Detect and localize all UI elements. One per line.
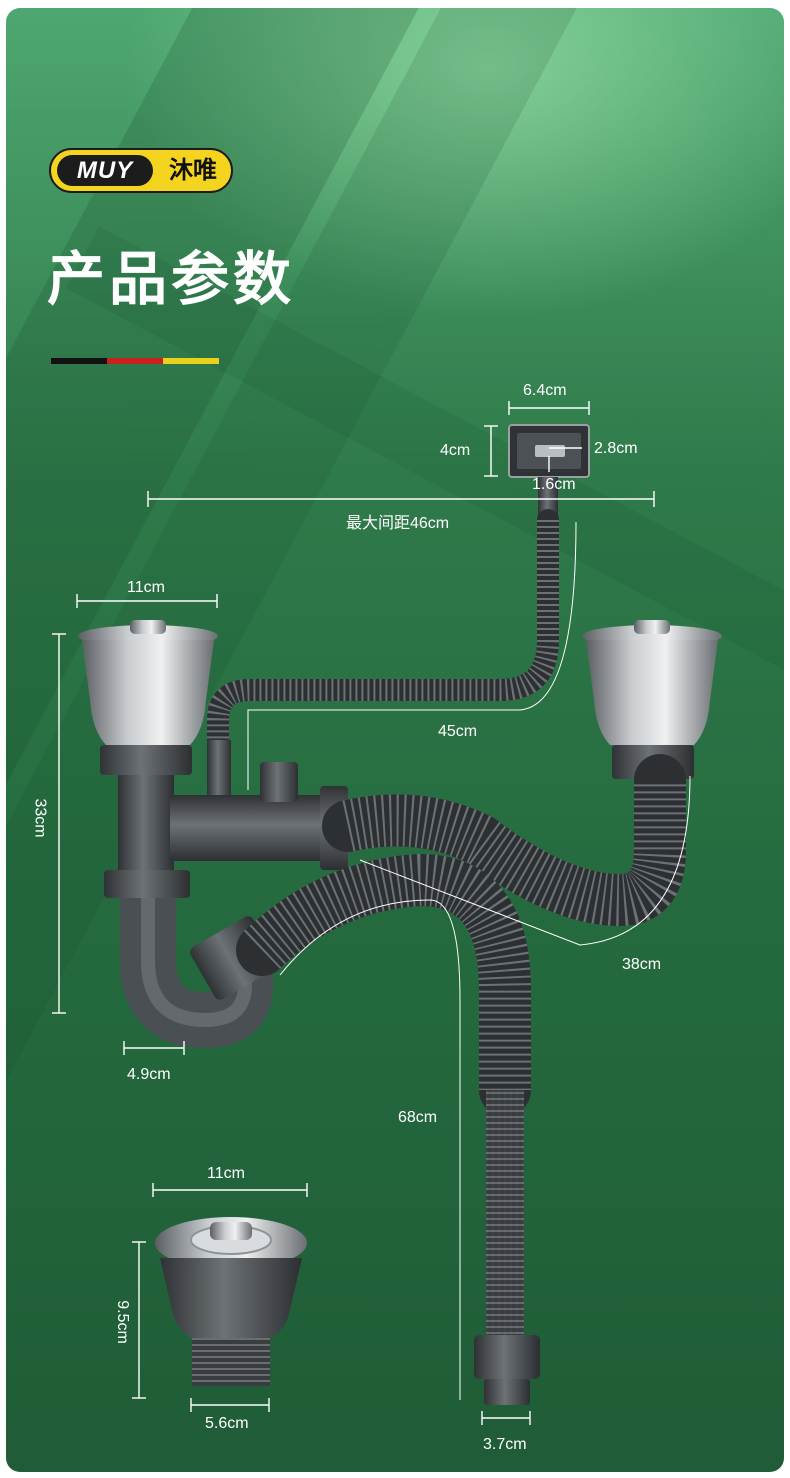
page-title: 产品参数 [47,247,296,312]
dim-outlet-diameter: 3.7cm [483,1436,527,1453]
dim-right-hose: 38cm [622,956,662,973]
brand-cn-name: 沐唯 [169,157,217,184]
detail-sink-basket [155,1217,307,1386]
dim-overflow-outlet: 1.6cm [532,476,576,493]
stripe-black [51,358,107,364]
dim-overflow-hose: 45cm [438,723,478,740]
overflow-box [508,424,590,520]
overflow-connector [207,740,231,795]
left-sink-basket [78,620,218,775]
brand-logo: MUY 沐唯 [49,148,233,193]
dim-overflow-inner-height: 2.8cm [594,440,638,457]
dim-left-height: 33cm [31,798,49,838]
dimension-lines [52,401,691,1425]
dim-drain-hose: 68cm [398,1109,438,1126]
dim-left-basket-width: 11cm [127,579,165,596]
dim-trap-pipe-width: 4.9cm [127,1066,171,1083]
brand-logo-mark: MUY [57,155,153,186]
stripe-yellow [163,358,219,364]
dim-basket-width: 11cm [207,1165,245,1182]
right-sink-basket [582,620,722,779]
dim-basket-height: 9.5cm [113,1300,131,1344]
dim-max-spacing: 最大间距46cm [346,515,450,532]
dim-overflow-width: 6.4cm [523,382,567,399]
stripe-red [107,358,163,364]
dim-basket-thread: 5.6cm [205,1415,249,1432]
dim-overflow-height: 4cm [440,442,471,459]
